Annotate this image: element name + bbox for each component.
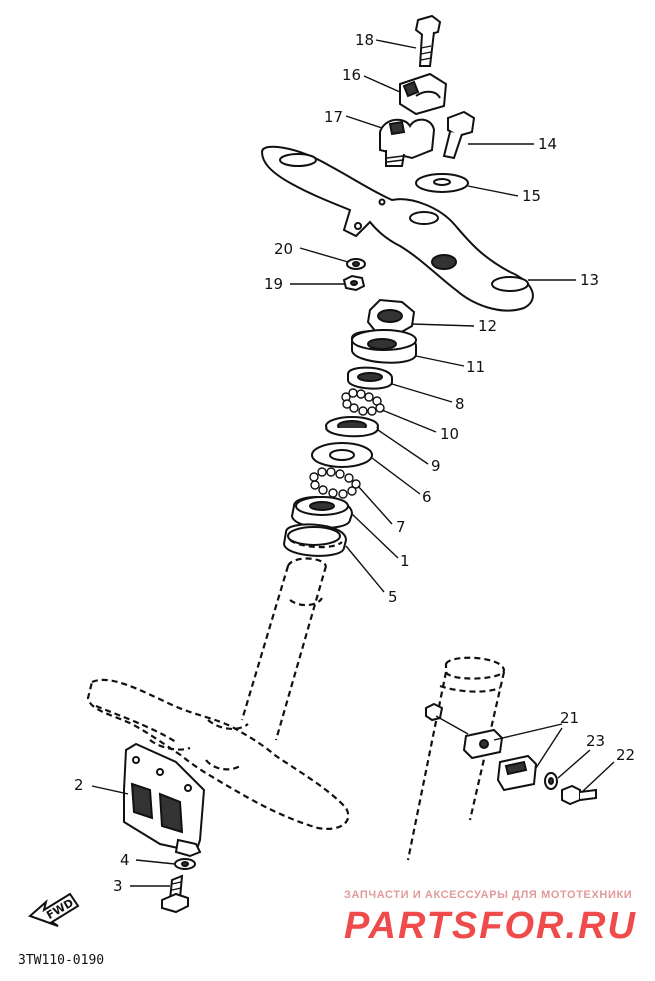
leader-lines [91,39,615,887]
part-4-washer [174,858,196,870]
callout-labels: 18 16 17 14 15 13 20 19 12 11 8 10 9 6 7… [74,31,635,895]
part-8-bearing-race [347,366,393,390]
part-7-ball-set [309,467,361,499]
part-22-bolt [561,784,597,806]
callout-11: 11 [466,358,485,376]
callout-1: 1 [400,552,410,570]
fwd-arrow-icon: FWD [28,892,80,927]
callout-20: 20 [274,240,293,258]
watermark: ЗАПЧАСТИ И АКСЕССУАРЫ ДЛЯ МОТОТЕХНИКИ PA… [344,889,637,947]
part-16-handlebar-holder-upper [399,72,448,116]
part-23-washer [544,772,558,790]
callout-16: 16 [342,66,361,84]
under-bracket [86,678,350,830]
part-19-nut [342,274,366,292]
callout-22: 22 [616,746,635,764]
part-6-dust-seal [311,442,373,468]
watermark-tagline: ЗАПЧАСТИ И АКСЕССУАРЫ ДЛЯ МОТОТЕХНИКИ [344,889,632,901]
part-3-bolt [161,874,189,914]
callout-3: 3 [113,877,123,895]
part-21-holder [462,728,538,792]
callout-23: 23 [586,732,605,750]
diagram-code: 3TW110-0190 [18,953,104,968]
part-11-cover [351,329,417,364]
callout-13: 13 [580,271,599,289]
part-10-ball-set [341,388,385,416]
steering-stem [240,557,328,741]
callout-8: 8 [455,395,465,413]
part-14-bolt [442,110,476,160]
callout-19: 19 [264,275,283,293]
part-9-bearing-race [325,416,379,438]
callout-7: 7 [396,518,406,536]
part-1-bearing-race [290,496,354,529]
part-5-oil-seal [282,523,348,557]
callout-21: 21 [560,709,579,727]
callout-12: 12 [478,317,497,335]
fork-tube [406,656,506,861]
part-15-washer [415,173,469,193]
callout-17: 17 [324,108,343,126]
callout-18: 18 [355,31,374,49]
callout-15: 15 [522,187,541,205]
callout-5: 5 [388,588,398,606]
part-20-lock-washer [346,258,366,270]
part-2-cover [123,742,206,858]
watermark-brand: PARTSFOR.RU [344,905,637,947]
callout-6: 6 [422,488,432,506]
callout-9: 9 [431,457,441,475]
part-18-bolt [414,14,442,67]
part-13-upper-bracket [260,145,534,312]
part-17-handlebar-holder-lower [379,118,436,167]
part-12-ring-nut [366,298,416,336]
callout-4: 4 [120,851,130,869]
callout-2: 2 [74,776,84,794]
callout-14: 14 [538,135,557,153]
callout-10: 10 [440,425,459,443]
